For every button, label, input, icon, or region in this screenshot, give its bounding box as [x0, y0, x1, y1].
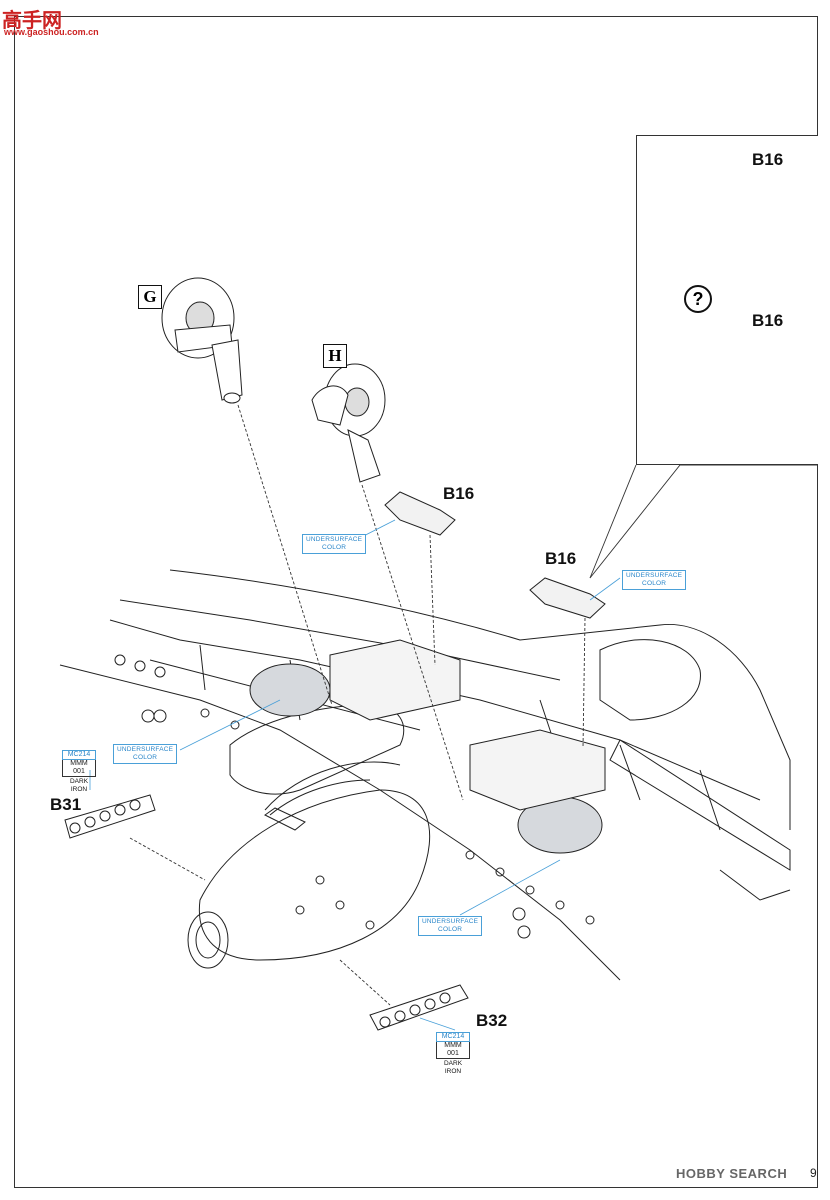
spinner-ring — [187, 911, 229, 969]
paint-mix: MMM 001 — [62, 760, 96, 777]
landing-gear-g — [161, 277, 243, 404]
question-mark-icon: ? — [684, 285, 712, 313]
note-line: COLOR — [642, 580, 667, 587]
watermark-url: www.gaoshou.com.cn — [4, 27, 99, 37]
paint-code: MC214 — [436, 1032, 470, 1042]
engine-nacelle — [198, 789, 431, 961]
watermark-hobby: HOBBY SEARCH — [676, 1166, 788, 1181]
paint-callout-b32: MC214 MMM 001 DARK IRON — [436, 1032, 470, 1076]
radiator-box-right — [469, 729, 606, 811]
wing-leading-edge — [169, 569, 791, 830]
note-line: UNDERSURFACE — [117, 746, 174, 753]
paint-mix: MMM 001 — [436, 1042, 470, 1059]
label-b31: B31 — [50, 795, 82, 814]
part-b31 — [64, 794, 156, 839]
paint-code: MC214 — [62, 750, 96, 760]
paint-name: DARK IRON — [443, 1060, 463, 1075]
note-undersurface-2: UNDERSURFACE COLOR — [622, 570, 687, 590]
paint-callout-b31: MC214 MMM 001 DARK IRON — [62, 750, 96, 794]
paint-name: DARK IRON — [69, 778, 89, 793]
label-b16-inset-2: B16 — [752, 311, 784, 330]
watermark-logo: 高手网 — [2, 8, 62, 32]
inset-panel — [636, 135, 818, 465]
part-b16-top — [384, 491, 456, 536]
label-b32: B32 — [476, 1011, 508, 1030]
part-b16-mid — [529, 577, 606, 619]
page-border — [14, 16, 818, 1188]
note-line: UNDERSURFACE — [306, 536, 363, 543]
note-line: COLOR — [133, 754, 158, 761]
landing-gear-h — [311, 363, 386, 483]
label-b16-top: B16 — [443, 484, 475, 503]
note-undersurface-4: UNDERSURFACE COLOR — [418, 916, 483, 936]
note-line: UNDERSURFACE — [422, 918, 479, 925]
note-undersurface-1: UNDERSURFACE COLOR — [302, 534, 367, 554]
page-number: 9 — [810, 1166, 817, 1180]
label-h: H — [323, 344, 347, 368]
part-b32 — [369, 984, 469, 1031]
note-undersurface-3: UNDERSURFACE COLOR — [113, 744, 178, 764]
label-b16-inset-1: B16 — [752, 150, 784, 169]
note-line: COLOR — [322, 544, 347, 551]
note-line: COLOR — [438, 926, 463, 933]
radiator-fairing-left — [229, 704, 405, 795]
label-g: G — [138, 285, 162, 309]
wheel-well-left — [249, 663, 331, 717]
note-line: UNDERSURFACE — [626, 572, 683, 579]
radiator-box-left — [329, 639, 461, 721]
label-b16-mid: B16 — [545, 549, 577, 568]
